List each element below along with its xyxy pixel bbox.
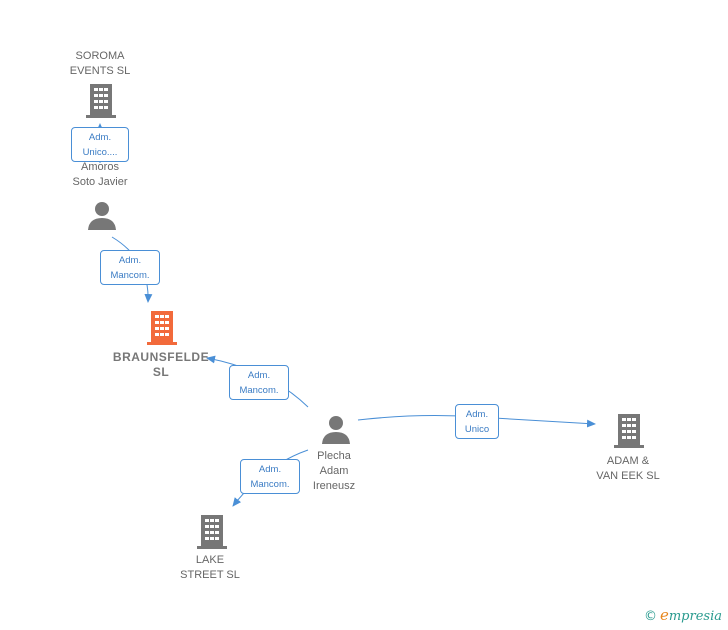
person-icon	[322, 416, 350, 444]
building-icon	[86, 84, 116, 118]
braunsfelde-label[interactable]: BRAUNSFELDE SL	[112, 350, 210, 379]
soroma-events-node[interactable]	[85, 84, 117, 118]
building-icon	[614, 414, 644, 448]
adam-van-eek-node[interactable]	[613, 414, 645, 448]
empresia-logo[interactable]: ©empresia	[644, 606, 722, 624]
brand-initial: e	[659, 606, 669, 624]
lake-street-node[interactable]	[196, 515, 228, 549]
plecha-adam-ireneusz-label[interactable]: Plecha Adam Ireneusz	[312, 450, 356, 492]
relation-label-adm-mancom[interactable]: Adm. Mancom.	[240, 459, 300, 494]
lake-street-label[interactable]: LAKE STREET SL	[180, 554, 240, 581]
amoros-soto-javier-node[interactable]	[87, 200, 117, 230]
plecha-adam-ireneusz-node[interactable]	[321, 414, 351, 444]
person-icon	[88, 202, 116, 230]
building-icon	[197, 515, 227, 549]
braunsfelde-node[interactable]	[146, 311, 178, 345]
brand-name: mpresia	[668, 609, 722, 624]
amoros-soto-javier-label[interactable]: Amoros Soto Javier	[72, 161, 128, 188]
relation-label-adm-mancom[interactable]: Adm. Mancom.	[229, 365, 289, 400]
adam-van-eek-label[interactable]: ADAM & VAN EEK SL	[596, 455, 660, 482]
copyright-icon: ©	[643, 609, 657, 624]
relation-label-adm-unico[interactable]: Adm. Unico....	[71, 127, 129, 162]
building-icon	[147, 311, 177, 345]
relation-label-adm-mancom[interactable]: Adm. Mancom.	[100, 250, 160, 285]
relation-label-adm-unico[interactable]: Adm. Unico	[455, 404, 499, 439]
soroma-events-label[interactable]: SOROMA EVENTS SL	[69, 50, 131, 77]
